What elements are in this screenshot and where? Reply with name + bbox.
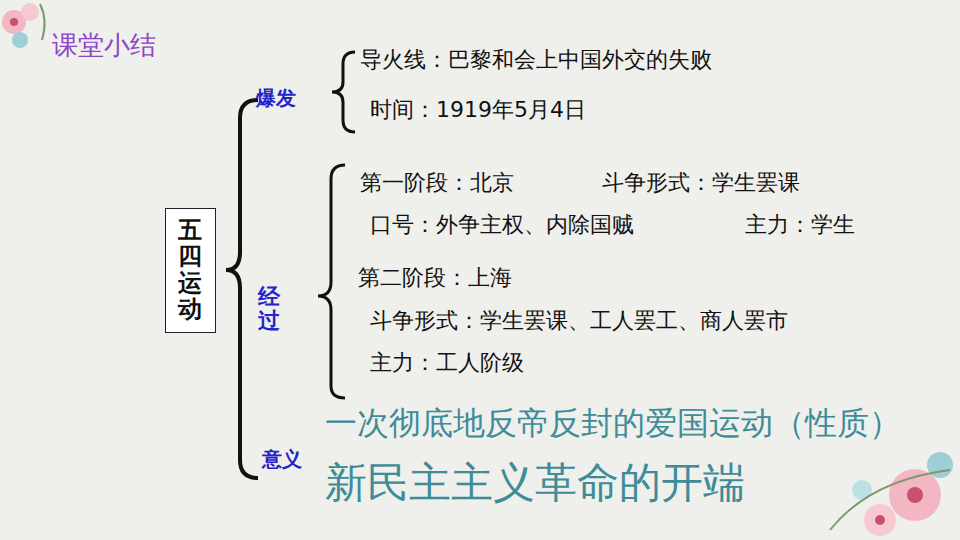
topic-box: 五四运动 <box>165 208 216 333</box>
fact-text: 斗争形式：学生罢课、工人罢工、商人罢市 <box>370 308 788 334</box>
fact-text: 口号：外争主权、内除国贼 <box>370 212 634 238</box>
slide-title: 课堂小结 <box>52 30 156 61</box>
flower-bottom-right <box>830 452 953 536</box>
fact-text: 第一阶段：北京 <box>360 170 514 196</box>
main-brace <box>226 100 258 478</box>
branch-label: 意义 <box>262 447 302 471</box>
flower-top-left <box>2 3 45 48</box>
fact-text: 斗争形式：学生罢课 <box>602 170 800 196</box>
process-brace <box>318 165 345 398</box>
branch-label: 爆发 <box>256 86 296 110</box>
fact-text: 主力：学生 <box>745 212 855 238</box>
fact-text: 导火线：巴黎和会上中国外交的失败 <box>360 47 712 73</box>
topic-text: 五四运动 <box>178 217 202 323</box>
significance-text: 新民主主义革命的开端 <box>325 458 745 508</box>
fact-text: 第二阶段：上海 <box>358 265 512 291</box>
fact-text: 主力：工人阶级 <box>370 350 524 376</box>
outbreak-brace <box>332 52 355 132</box>
fact-text: 时间：1919年5月4日 <box>370 97 586 123</box>
significance-text: 一次彻底地反帝反封的爱国运动（性质） <box>325 404 901 442</box>
branch-label: 经过 <box>258 285 280 333</box>
